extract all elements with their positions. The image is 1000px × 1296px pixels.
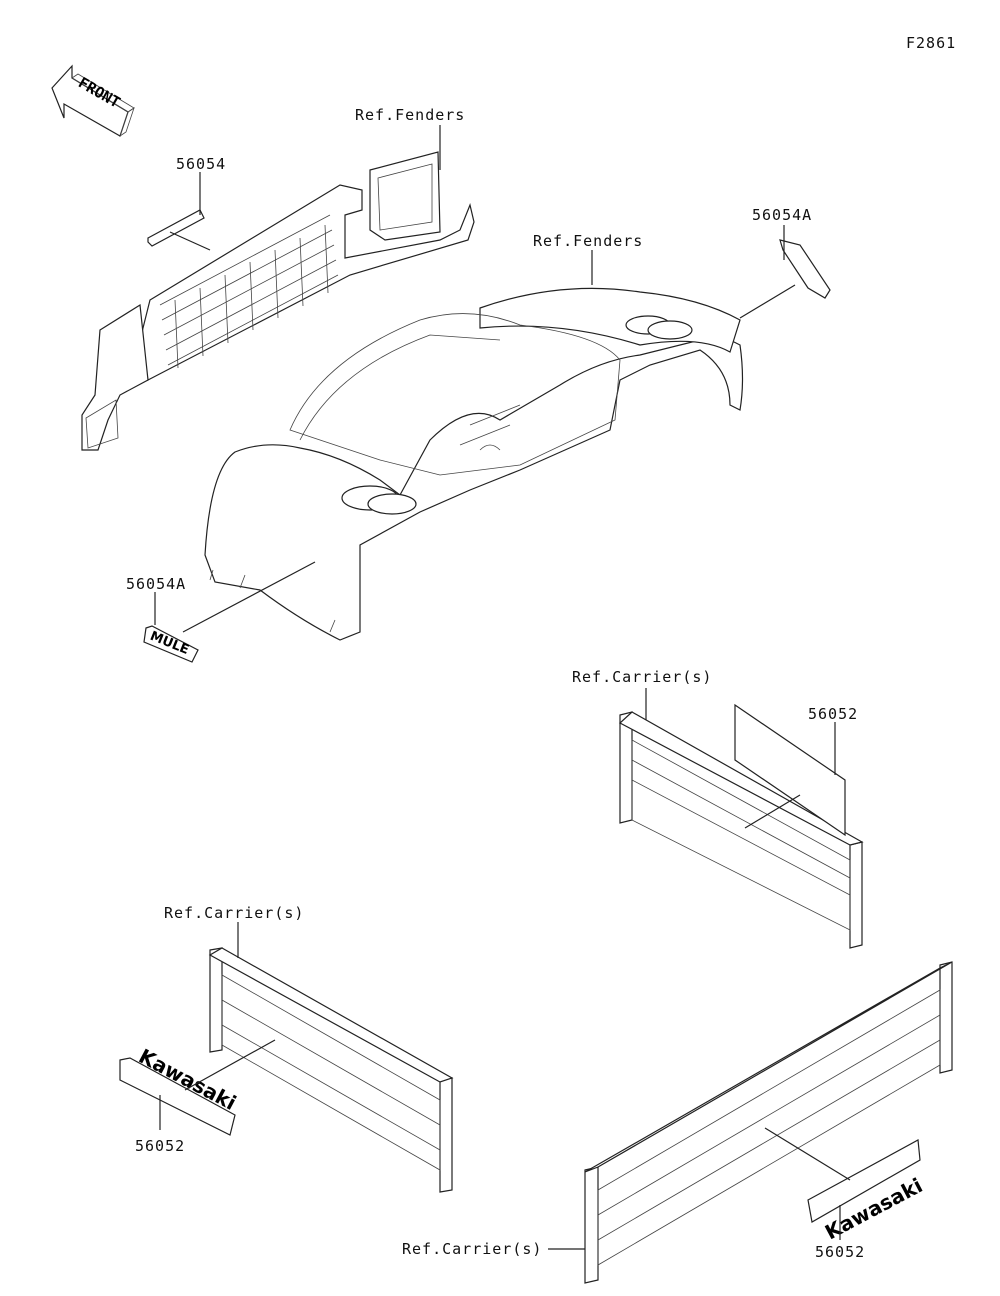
label-ref-fenders-2[interactable]: Ref.Fenders <box>533 232 644 250</box>
label-56054[interactable]: 56054 <box>176 155 227 173</box>
label-ref-carriers-1[interactable]: Ref.Carrier(s) <box>572 668 713 686</box>
label-56054a-right[interactable]: 56054A <box>752 206 813 224</box>
label-56052-3[interactable]: 56052 <box>815 1243 866 1261</box>
decal-56052-kawasaki-left: Kawasaki <box>119 1044 240 1136</box>
carrier-panel-left <box>208 947 454 1193</box>
label-ref-fenders-1[interactable]: Ref.Fenders <box>355 106 466 124</box>
leader-lines <box>154 125 851 1250</box>
label-56054a-left[interactable]: 56054A <box>126 575 187 593</box>
decal-56054 <box>147 209 205 247</box>
label-ref-carriers-2[interactable]: Ref.Carrier(s) <box>164 904 305 922</box>
fender-body <box>204 287 744 641</box>
front-grille-panel <box>81 151 475 451</box>
label-56052-1[interactable]: 56052 <box>808 705 859 723</box>
decal-56052-kawasaki-right: Kawasaki <box>807 1139 926 1244</box>
carrier-panel-upper <box>618 711 864 949</box>
decal-56054a-mule: MULE <box>143 625 199 663</box>
decal-mule-text: MULE <box>148 629 191 658</box>
front-arrow-icon: FRONT <box>51 64 135 137</box>
label-56052-2[interactable]: 56052 <box>135 1137 186 1155</box>
label-ref-carriers-3[interactable]: Ref.Carrier(s) <box>402 1240 543 1258</box>
figure-code: F2861 <box>906 34 957 52</box>
decal-56054a-right <box>779 239 831 299</box>
carrier-panel-lower <box>584 961 953 1284</box>
decal-56052-upper <box>734 703 846 837</box>
